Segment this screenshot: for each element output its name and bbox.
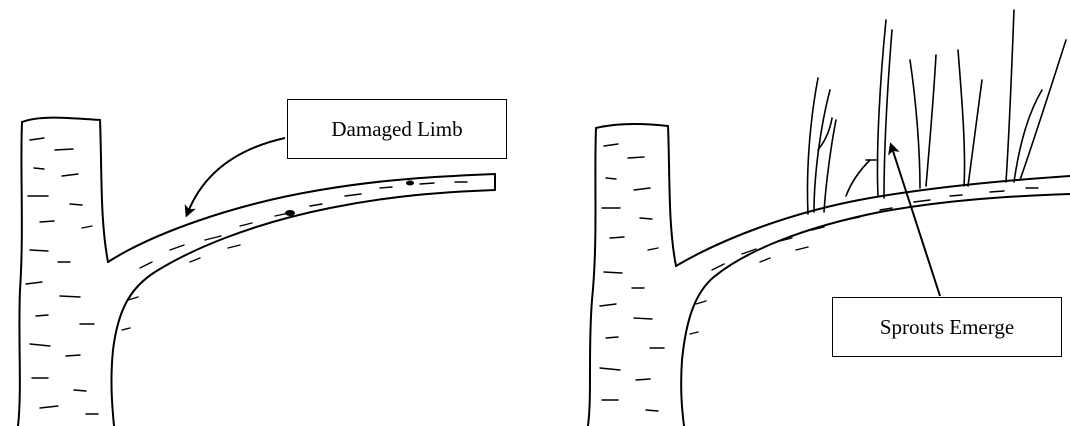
- left-limb-lower-edge: [111, 190, 495, 426]
- sprouts-emerge-label: Sprouts Emerge: [832, 297, 1062, 357]
- left-trunk-top: [22, 118, 100, 122]
- damaged-limb-label: Damaged Limb: [287, 99, 507, 159]
- sprout: [926, 55, 936, 186]
- sprout: [846, 160, 870, 196]
- right-trunk-left-edge: [588, 128, 596, 426]
- sprout: [910, 60, 920, 188]
- right-trunk-top: [596, 124, 668, 128]
- left-limb-upper-edge: [108, 174, 495, 262]
- sprout: [814, 90, 830, 212]
- sprout: [958, 50, 965, 186]
- left-trunk-right-edge: [100, 120, 108, 262]
- left-panel-tree: [18, 118, 495, 426]
- sprouts-emerge-arrow: [892, 148, 940, 296]
- sprout: [1020, 40, 1066, 180]
- sprout: [807, 78, 818, 214]
- sprout: [1006, 10, 1014, 182]
- sprouts: [807, 10, 1066, 214]
- right-limb-upper-edge: [676, 176, 1070, 266]
- sprout: [824, 120, 836, 212]
- right-trunk-right-edge: [668, 126, 676, 266]
- sprout: [968, 80, 982, 186]
- sprout: [884, 30, 892, 198]
- sprout: [1014, 90, 1042, 182]
- left-trunk-left-edge: [18, 122, 22, 426]
